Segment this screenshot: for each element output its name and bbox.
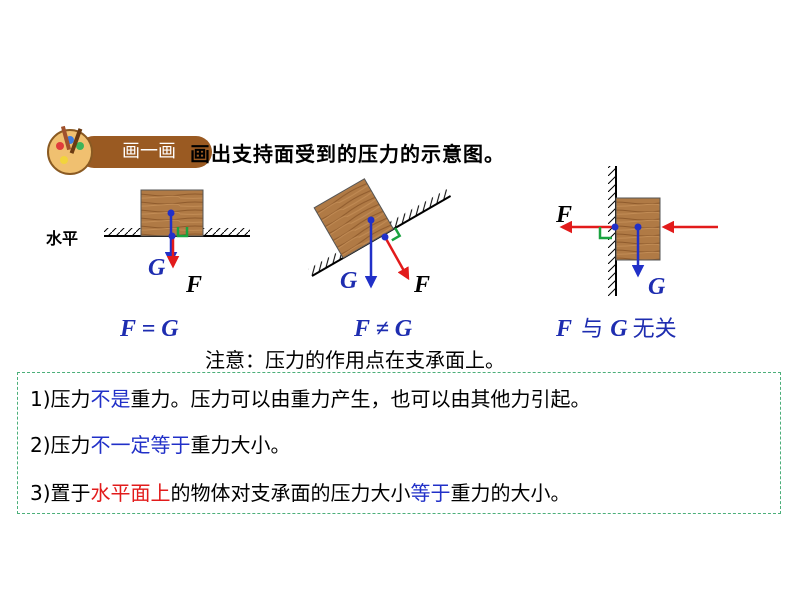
point-3-a: 3)置于 <box>30 481 91 505</box>
contact-point-dot-incline <box>381 233 389 241</box>
diagram-incline: G F F ≠ G <box>308 178 452 340</box>
section-header: 画一画 画出支持面受到的压力的示意图。 <box>44 124 604 176</box>
caption-g: G <box>610 316 628 340</box>
surface-label: 水平 <box>46 229 78 248</box>
point-1-emphasis: 不是 <box>90 387 131 411</box>
caption-not-equal: F ≠ G <box>353 316 413 340</box>
right-angle-mark <box>176 227 189 238</box>
point-3: 3)置于水平面上的物体对支承面的压力大小等于重力的大小。 <box>30 477 571 506</box>
wall-hatch <box>608 166 616 296</box>
point-1: 1)压力不是重力。压力可以由重力产生，也可以由其他力引起。 <box>30 383 591 412</box>
key-points-box: 1)压力不是重力。压力可以由重力产生，也可以由其他力引起。 2)压力不一定等于重… <box>17 372 781 514</box>
pressure-diagrams: 水平 G F F = G G F F ≠ G F G F <box>46 166 718 340</box>
instruction-text: 画出支持面受到的压力的示意图。 <box>190 142 505 166</box>
right-angle-mark-incline <box>391 227 402 242</box>
contact-point-dot <box>168 232 176 240</box>
gravity-label-wall: G <box>648 274 666 300</box>
caption-equal: F = G <box>119 316 179 340</box>
point-1-c: 重力。压力可以由重力产生，也可以由其他力引起。 <box>130 387 591 411</box>
pressure-arrow-incline <box>383 236 410 281</box>
draw-badge: 画一画 <box>78 136 212 168</box>
center-of-mass-dot <box>167 209 175 217</box>
right-angle-mark-wall <box>598 227 612 240</box>
force-label-wall: F <box>555 202 572 228</box>
gravity-label-incline: G <box>340 268 358 294</box>
point-2-a: 2)压力 <box>30 433 91 457</box>
caption-unrelated: F 与 G 无关 <box>555 316 677 340</box>
center-of-mass-dot-incline <box>367 216 375 224</box>
draw-badge-label: 画一画 <box>122 141 176 162</box>
point-3-e: 重力的大小。 <box>450 481 571 505</box>
point-3-emphasis-red: 水平面上 <box>90 481 171 505</box>
center-of-mass-dot-wall <box>634 223 642 231</box>
force-label: F <box>185 272 202 298</box>
point-2-emphasis: 不一定等于 <box>90 433 191 457</box>
point-3-c: 的物体对支承面的压力大小 <box>170 481 411 505</box>
contact-point-dot-wall <box>611 223 619 231</box>
paint-palette-icon <box>47 125 93 175</box>
wood-block-incline <box>313 178 395 259</box>
point-2: 2)压力不一定等于重力大小。 <box>30 429 291 458</box>
force-label-incline: F <box>413 272 430 298</box>
caption-wuguan: 无关 <box>633 317 677 340</box>
caption-yu: 与 <box>581 317 603 340</box>
diagram-wall: F G F 与 G 无关 <box>555 166 718 340</box>
point-2-c: 重力大小。 <box>190 433 291 457</box>
point-1-a: 1)压力 <box>30 387 91 411</box>
gravity-label: G <box>148 255 166 281</box>
diagram-horizontal: 水平 G F F = G <box>46 189 250 340</box>
caption-f: F <box>555 316 572 340</box>
note-text: 注意：压力的作用点在支承面上。 <box>205 348 505 372</box>
point-3-emphasis-blue: 等于 <box>410 481 451 505</box>
